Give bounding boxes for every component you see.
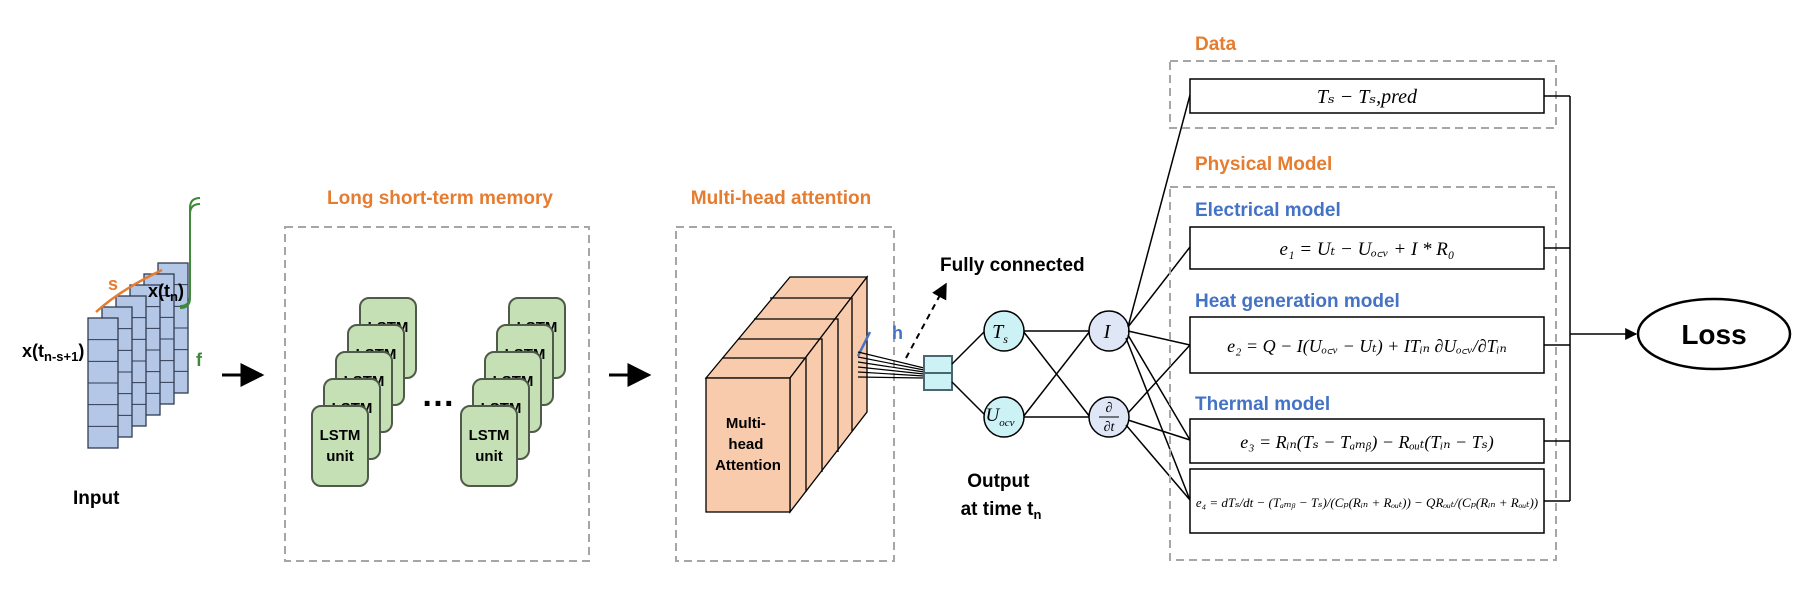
equation-to-loss-links — [1544, 95, 1638, 502]
svg-text:∂t: ∂t — [1104, 420, 1116, 435]
thermal-title: Thermal model — [1195, 394, 1330, 415]
data-section: Data Tₛ − Tₛ,pred — [1169, 34, 1557, 129]
input-stack: s f x(tn-s+1) x(tn) Input — [22, 197, 203, 509]
heat-eq: e₂ = Q − I(Uₒ꜀ᵥ − Uₜ) + ITᵢₙ ∂Uₒ꜀ᵥ/∂Tᵢₙ — [1227, 336, 1507, 357]
node-time-derivative: ∂ ∂t — [1088, 396, 1130, 438]
input-sheet — [87, 317, 119, 449]
physical-title: Physical Model — [1195, 154, 1332, 175]
electrical-eq-box — [1189, 226, 1545, 270]
fc-section: Fully connected Ts Uocv I — [857, 255, 1130, 522]
thermal-eq2-box — [1189, 468, 1545, 534]
input-f-label: f — [196, 350, 203, 370]
input-label: Input — [73, 488, 120, 509]
data-title: Data — [1195, 34, 1237, 55]
heat-title: Heat generation model — [1195, 291, 1400, 312]
electrical-eq: e₁ = Uₜ − Uₒ꜀ᵥ + I * R₀ — [1280, 239, 1455, 260]
electrical-title: Electrical model — [1195, 200, 1341, 221]
node-uocv: Uocv — [983, 396, 1025, 438]
svg-text:Uocv: Uocv — [986, 405, 1015, 429]
attention-title: Multi-head attention — [691, 188, 871, 209]
node-current: I — [1088, 310, 1130, 352]
svg-text:∂: ∂ — [1106, 401, 1113, 416]
input-x-end-label: x(tn) — [148, 281, 184, 304]
node-to-equation-links — [1125, 94, 1191, 501]
attention-section: Multi-head attention Multi- head Attenti… — [675, 188, 903, 562]
data-eq-box — [1189, 78, 1545, 114]
thermal-eq1: e₃ = Rᵢₙ(Tₛ − Tₐₘᵦ) − Rₒᵤₜ(Tᵢₙ − Tₛ) — [1240, 432, 1494, 453]
data-eq: Tₛ − Tₛ,pred — [1317, 86, 1418, 108]
svg-text:I: I — [1103, 321, 1112, 343]
fc-label: Fully connected — [940, 255, 1085, 276]
lstm-ellipsis: … — [421, 376, 455, 414]
thermal-eq2: e₄ = dTₛ/dt − (Tₐₘᵦ − Tₛ)/(Cₚ(Rᵢₙ + Rₒᵤₜ… — [1196, 495, 1538, 510]
input-s-label: s — [108, 274, 118, 294]
thermal-eq1-box — [1189, 418, 1545, 464]
node-ts: Ts — [983, 310, 1025, 352]
loss-node: Loss — [1636, 297, 1792, 371]
loss-label: Loss — [1681, 319, 1746, 350]
physical-model-section: Physical Model Electrical model e₁ = Uₜ … — [1169, 154, 1557, 561]
lstm-title: Long short-term memory — [327, 188, 553, 209]
lstm-section: Long short-term memory LSTMLSTMLSTMLSTML… — [284, 188, 590, 562]
attention-h-label: h — [892, 323, 903, 343]
lstm-box — [284, 226, 590, 562]
output-label: Output at time tn — [961, 471, 1042, 522]
attention-cube-label: Multi- head Attention — [715, 415, 781, 474]
svg-text:Ts: Ts — [992, 321, 1008, 346]
attention-cube: Multi- head Attention — [704, 275, 869, 514]
input-x-start-label: x(tn-s+1) — [22, 341, 84, 364]
attention-box — [675, 226, 895, 562]
